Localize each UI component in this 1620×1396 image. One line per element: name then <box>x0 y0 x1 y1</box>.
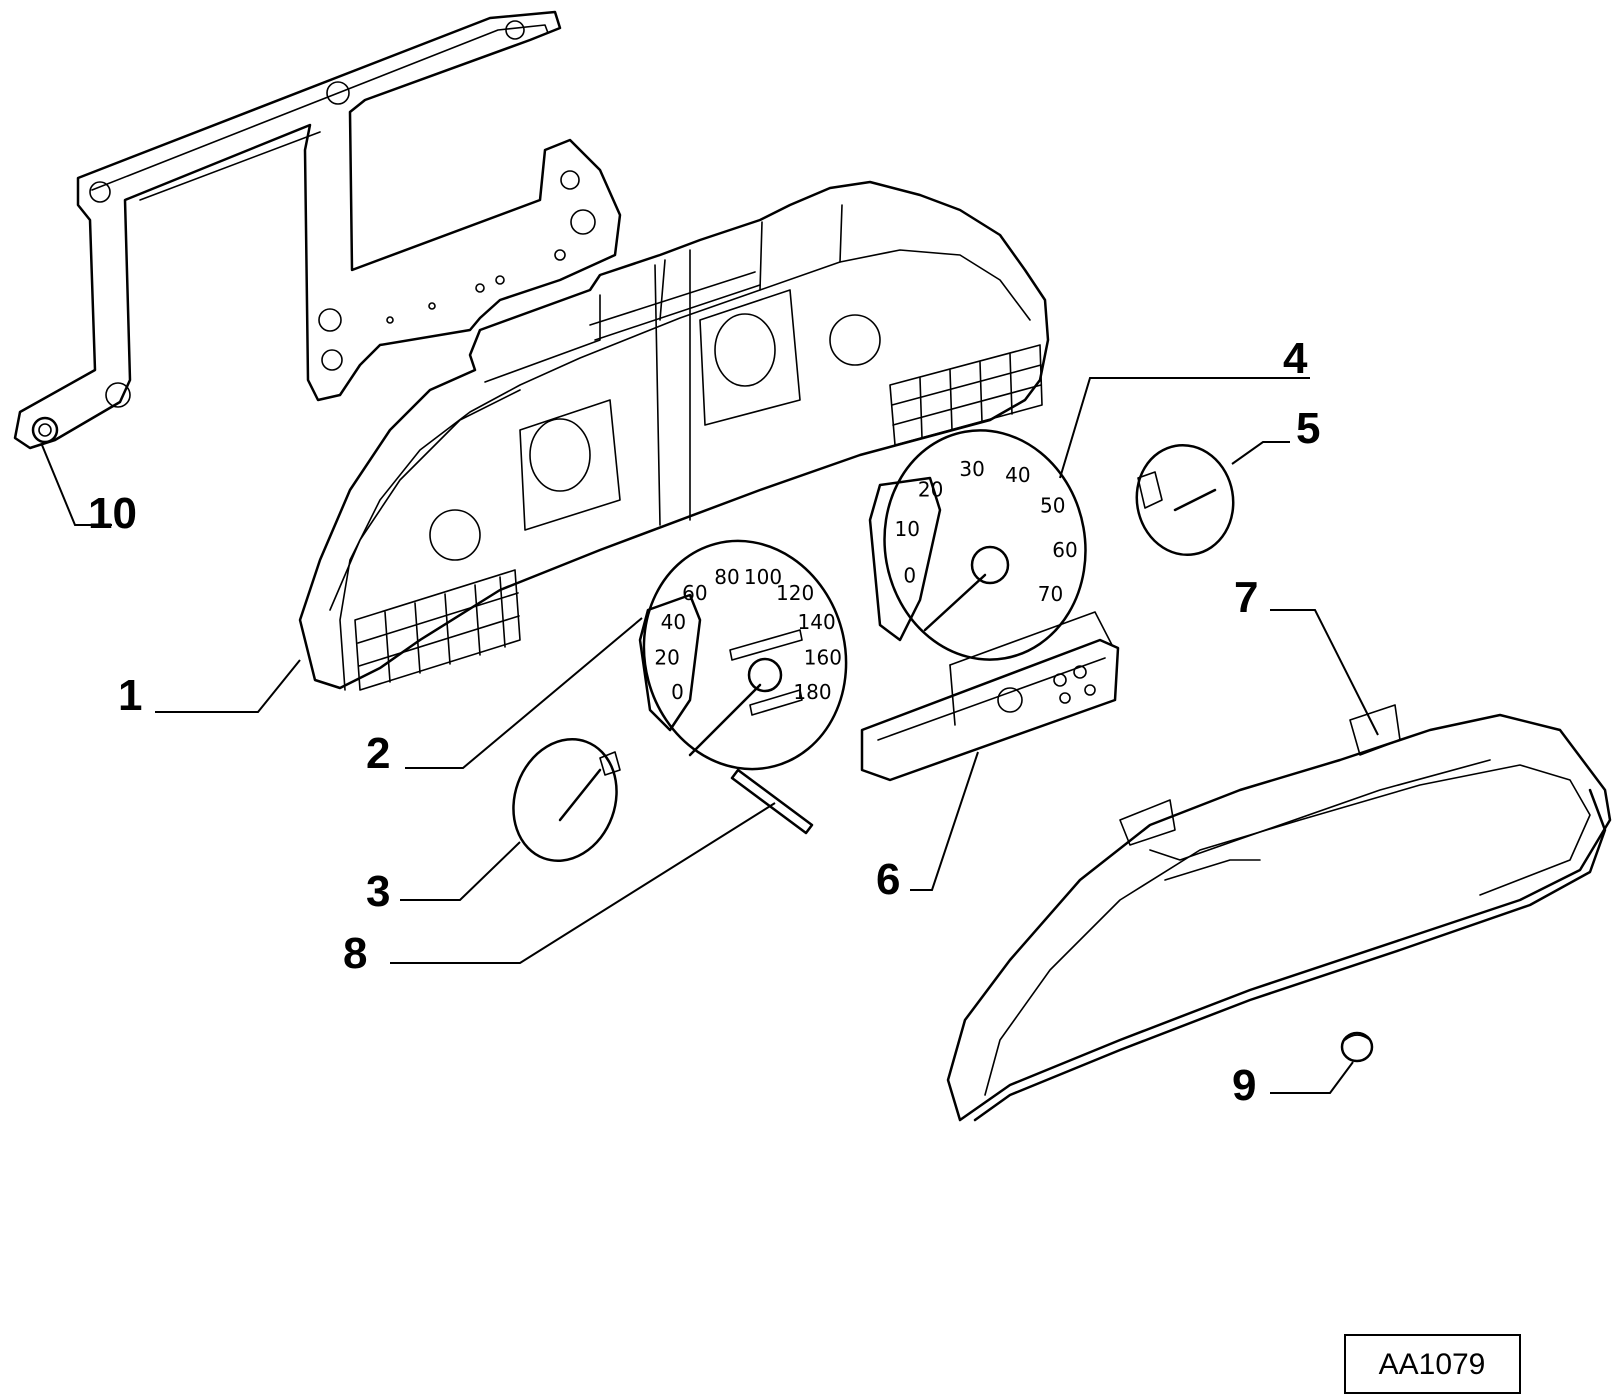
reference-code: AA1079 <box>1379 1348 1486 1381</box>
speedometer-scale-label-80: 80 <box>714 565 739 589</box>
leader-10 <box>41 444 112 526</box>
leader-9 <box>1270 1061 1354 1094</box>
leader-3 <box>400 841 521 901</box>
speedometer-scale-label-180: 180 <box>793 680 831 704</box>
callout-9: 9 <box>1232 1061 1256 1110</box>
speedometer-scale-label-60: 60 <box>682 581 707 605</box>
callout-3: 3 <box>366 867 390 916</box>
reference-code-box: AA1079 <box>1344 1334 1521 1394</box>
leader-4 <box>1059 377 1310 479</box>
part-10-bracket <box>13 10 622 450</box>
part-3-small-gauge <box>512 738 621 862</box>
speedometer-scale-label-100: 100 <box>744 565 782 589</box>
part-6-warning-light-panel <box>860 611 1120 782</box>
leader-6 <box>910 751 979 891</box>
leader-2 <box>405 617 643 769</box>
tachometer-scale-label-20: 20 <box>918 477 943 501</box>
callout-5: 5 <box>1296 404 1320 453</box>
tachometer-scale-label-50: 50 <box>1040 493 1065 517</box>
part-5-small-gauge <box>1135 443 1235 557</box>
callout-10: 10 <box>88 489 137 538</box>
speedometer-scale-label-120: 120 <box>776 581 814 605</box>
callout-7: 7 <box>1234 573 1258 622</box>
callout-8: 8 <box>343 929 367 978</box>
part-4-tachometer: 0 10 20 30 40 50 60 70 <box>868 429 1087 661</box>
leader-8 <box>390 802 776 964</box>
callout-labels: 10 1 2 3 4 5 6 7 8 9 <box>88 334 1320 1110</box>
tachometer-scale-label-40: 40 <box>1005 463 1030 487</box>
leader-lines <box>41 377 1379 1094</box>
tachometer-scale-label-30: 30 <box>959 457 984 481</box>
part-9-cap <box>1340 1031 1374 1063</box>
tachometer-scale-label-10: 10 <box>894 517 919 541</box>
tachometer-scale-label-70: 70 <box>1038 582 1063 606</box>
part-7-lens-cover <box>946 704 1612 1122</box>
speedometer-scale-label-160: 160 <box>804 646 842 670</box>
tachometer-scale-label-60: 60 <box>1052 538 1077 562</box>
part-8-pin <box>730 768 814 835</box>
callout-1: 1 <box>118 671 142 720</box>
speedometer-scale-label-140: 140 <box>798 610 836 634</box>
housing-right-connector <box>889 344 1043 446</box>
speedometer-scale-label-40: 40 <box>661 610 686 634</box>
leader-5 <box>1231 441 1290 465</box>
leader-7 <box>1270 609 1379 736</box>
part-1-cluster-housing <box>298 180 1050 691</box>
speedometer-scale-label-0: 0 <box>671 680 684 704</box>
callout-2: 2 <box>366 729 390 778</box>
callout-4: 4 <box>1283 334 1308 383</box>
speedometer-scale-label-20: 20 <box>654 646 679 670</box>
leader-1 <box>155 659 301 713</box>
tachometer-scale-label-0: 0 <box>903 563 916 587</box>
housing-left-connector <box>354 569 521 691</box>
callout-6: 6 <box>876 855 900 904</box>
